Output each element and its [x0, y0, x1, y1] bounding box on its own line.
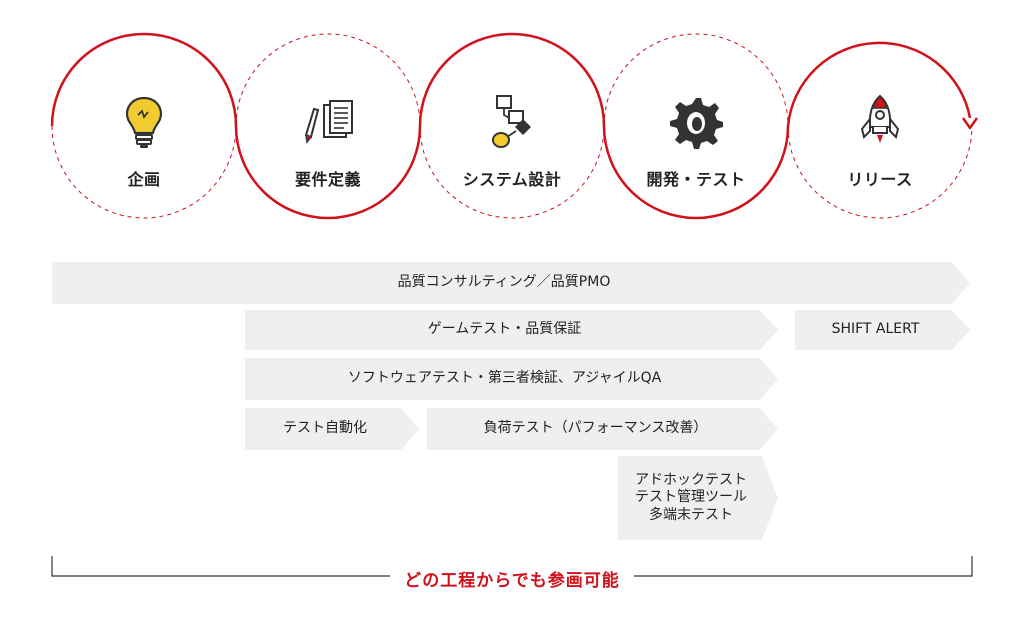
- stage-release: リリース: [795, 92, 965, 190]
- stage-system-design: システム設計: [427, 92, 597, 190]
- stage4-dashed-arc: [603, 33, 789, 127]
- service-label: ゲームテスト・品質保証: [427, 321, 582, 338]
- arrow-head-icon: [961, 117, 979, 130]
- stage-label: 企画: [127, 170, 161, 189]
- stage-planning: 企画: [59, 92, 229, 190]
- service-label: テスト自動化: [283, 420, 367, 437]
- service-label: アドホックテスト: [635, 471, 747, 488]
- service-bar-load-test: 負荷テスト（パフォーマンス改善）: [427, 408, 778, 450]
- gear-icon: [666, 92, 726, 152]
- stage2-dashed-arc: [235, 33, 421, 127]
- service-label: 負荷テスト（パフォーマンス改善）: [483, 420, 708, 437]
- documents-pencil-icon: [298, 92, 358, 152]
- process-wave-line: [50, 32, 972, 220]
- footer-caption: どの工程からでも参画可能: [0, 566, 1024, 591]
- service-bar-test-automation: テスト自動化: [245, 408, 419, 450]
- service-bar-shift-alert: SHIFT ALERT: [795, 310, 970, 350]
- service-label: SHIFT ALERT: [831, 321, 920, 338]
- rocket-icon: [850, 92, 910, 152]
- stage-development-test: 開発・テスト: [611, 92, 781, 190]
- flowchart-icon: [482, 92, 542, 152]
- stage-label: システム設計: [462, 170, 562, 189]
- lightbulb-icon: [114, 92, 174, 152]
- stage1-dashed-arc: [51, 125, 237, 219]
- stage-requirements: 要件定義: [243, 92, 413, 190]
- service-bar-game-test: ゲームテスト・品質保証: [245, 310, 778, 350]
- stage-label: 要件定義: [294, 170, 361, 189]
- service-bar-software-test: ソフトウェアテスト・第三者検証、アジャイルQA: [245, 358, 778, 400]
- stage-label: 開発・テスト: [646, 170, 746, 189]
- service-label: テスト管理ツール: [635, 489, 747, 506]
- service-bar-quality-consulting: 品質コンサルティング／品質PMO: [52, 262, 970, 304]
- service-bar-adhoc-test: アドホックテスト テスト管理ツール 多端末テスト: [618, 456, 778, 540]
- stage5-dashed-arc: [787, 125, 973, 219]
- stage3-dashed-arc: [419, 125, 605, 219]
- service-label: ソフトウェアテスト・第三者検証、アジャイルQA: [347, 370, 662, 387]
- lifecycle-wheel: [50, 32, 979, 220]
- service-label: 多端末テスト: [649, 506, 733, 523]
- footer-caption-text: どの工程からでも参画可能: [390, 571, 634, 591]
- service-label: 品質コンサルティング／品質PMO: [397, 274, 611, 291]
- stage-label: リリース: [847, 170, 913, 189]
